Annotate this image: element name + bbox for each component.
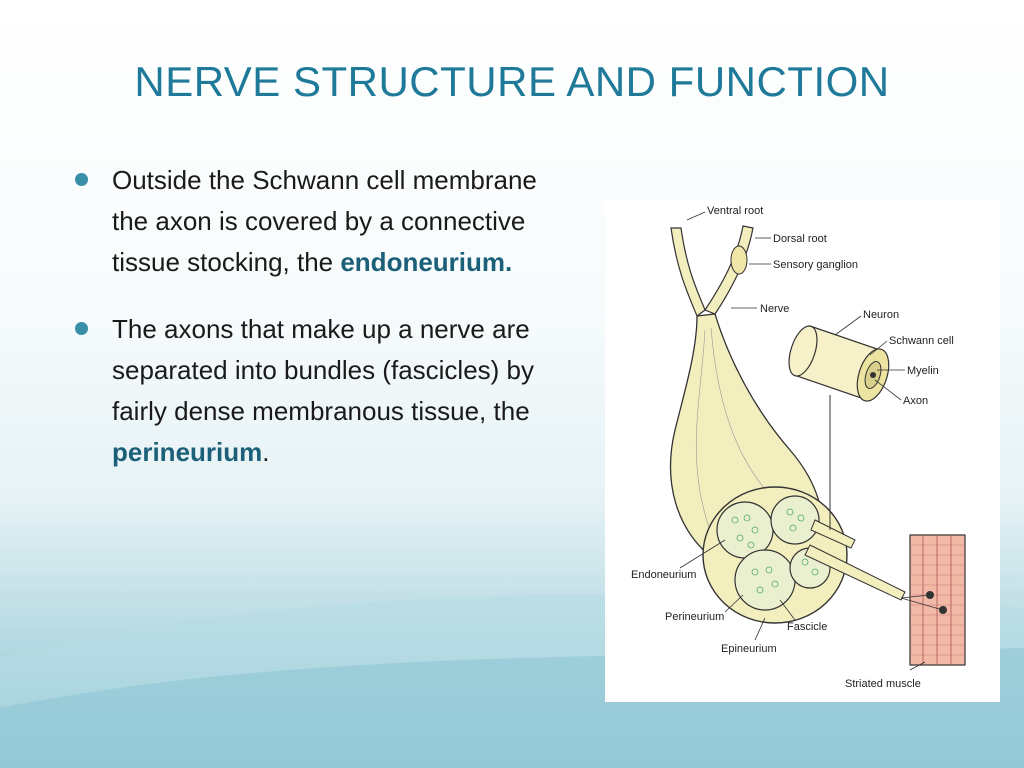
bullet-suffix: . [262, 437, 270, 467]
bullet-dot-icon [75, 173, 88, 186]
label-striated-muscle: Striated muscle [845, 678, 921, 690]
bullet-item: Outside the Schwann cell membrane the ax… [75, 160, 545, 283]
nerve-diagram: Ventral root Dorsal root Sensory ganglio… [605, 200, 1000, 702]
label-neuron: Neuron [863, 309, 899, 321]
label-fascicle: Fascicle [787, 621, 827, 633]
label-endoneurium: Endoneurium [631, 569, 696, 581]
label-ventral-root: Ventral root [707, 205, 763, 217]
label-axon: Axon [903, 395, 928, 407]
bullet-dot-icon [75, 322, 88, 335]
fiber-shape [810, 519, 856, 549]
bullet-item: The axons that make up a nerve are separ… [75, 309, 545, 473]
fascicle-shape [770, 495, 820, 545]
bullet-text: The axons that make up a nerve are separ… [112, 314, 535, 426]
label-perineurium: Perineurium [665, 611, 724, 623]
nerve-diagram-svg: Ventral root Dorsal root Sensory ganglio… [631, 205, 966, 690]
bullet-list: Outside the Schwann cell membrane the ax… [75, 160, 545, 499]
slide-title: NERVE STRUCTURE AND FUNCTION [134, 58, 890, 105]
label-epineurium: Epineurium [721, 643, 777, 655]
striated-muscle-shape [909, 534, 966, 666]
bullet-bold-term: endoneurium. [340, 247, 513, 277]
dorsal-root-shape [704, 225, 754, 315]
label-dorsal-root: Dorsal root [773, 233, 827, 245]
bullet-text: Outside the Schwann cell membrane the ax… [112, 165, 537, 277]
label-sensory-ganglion: Sensory ganglion [773, 259, 858, 271]
ventral-root-shape [670, 227, 706, 317]
label-myelin: Myelin [907, 365, 939, 377]
label-nerve: Nerve [760, 303, 789, 315]
schwann-cell-detail [788, 325, 890, 402]
label-schwann-cell: Schwann cell [889, 335, 954, 347]
sensory-ganglion-shape [730, 245, 748, 275]
bullet-bold-term: perineurium [112, 437, 263, 467]
fascicle-shape [734, 549, 796, 611]
fiber-shape [804, 544, 906, 601]
